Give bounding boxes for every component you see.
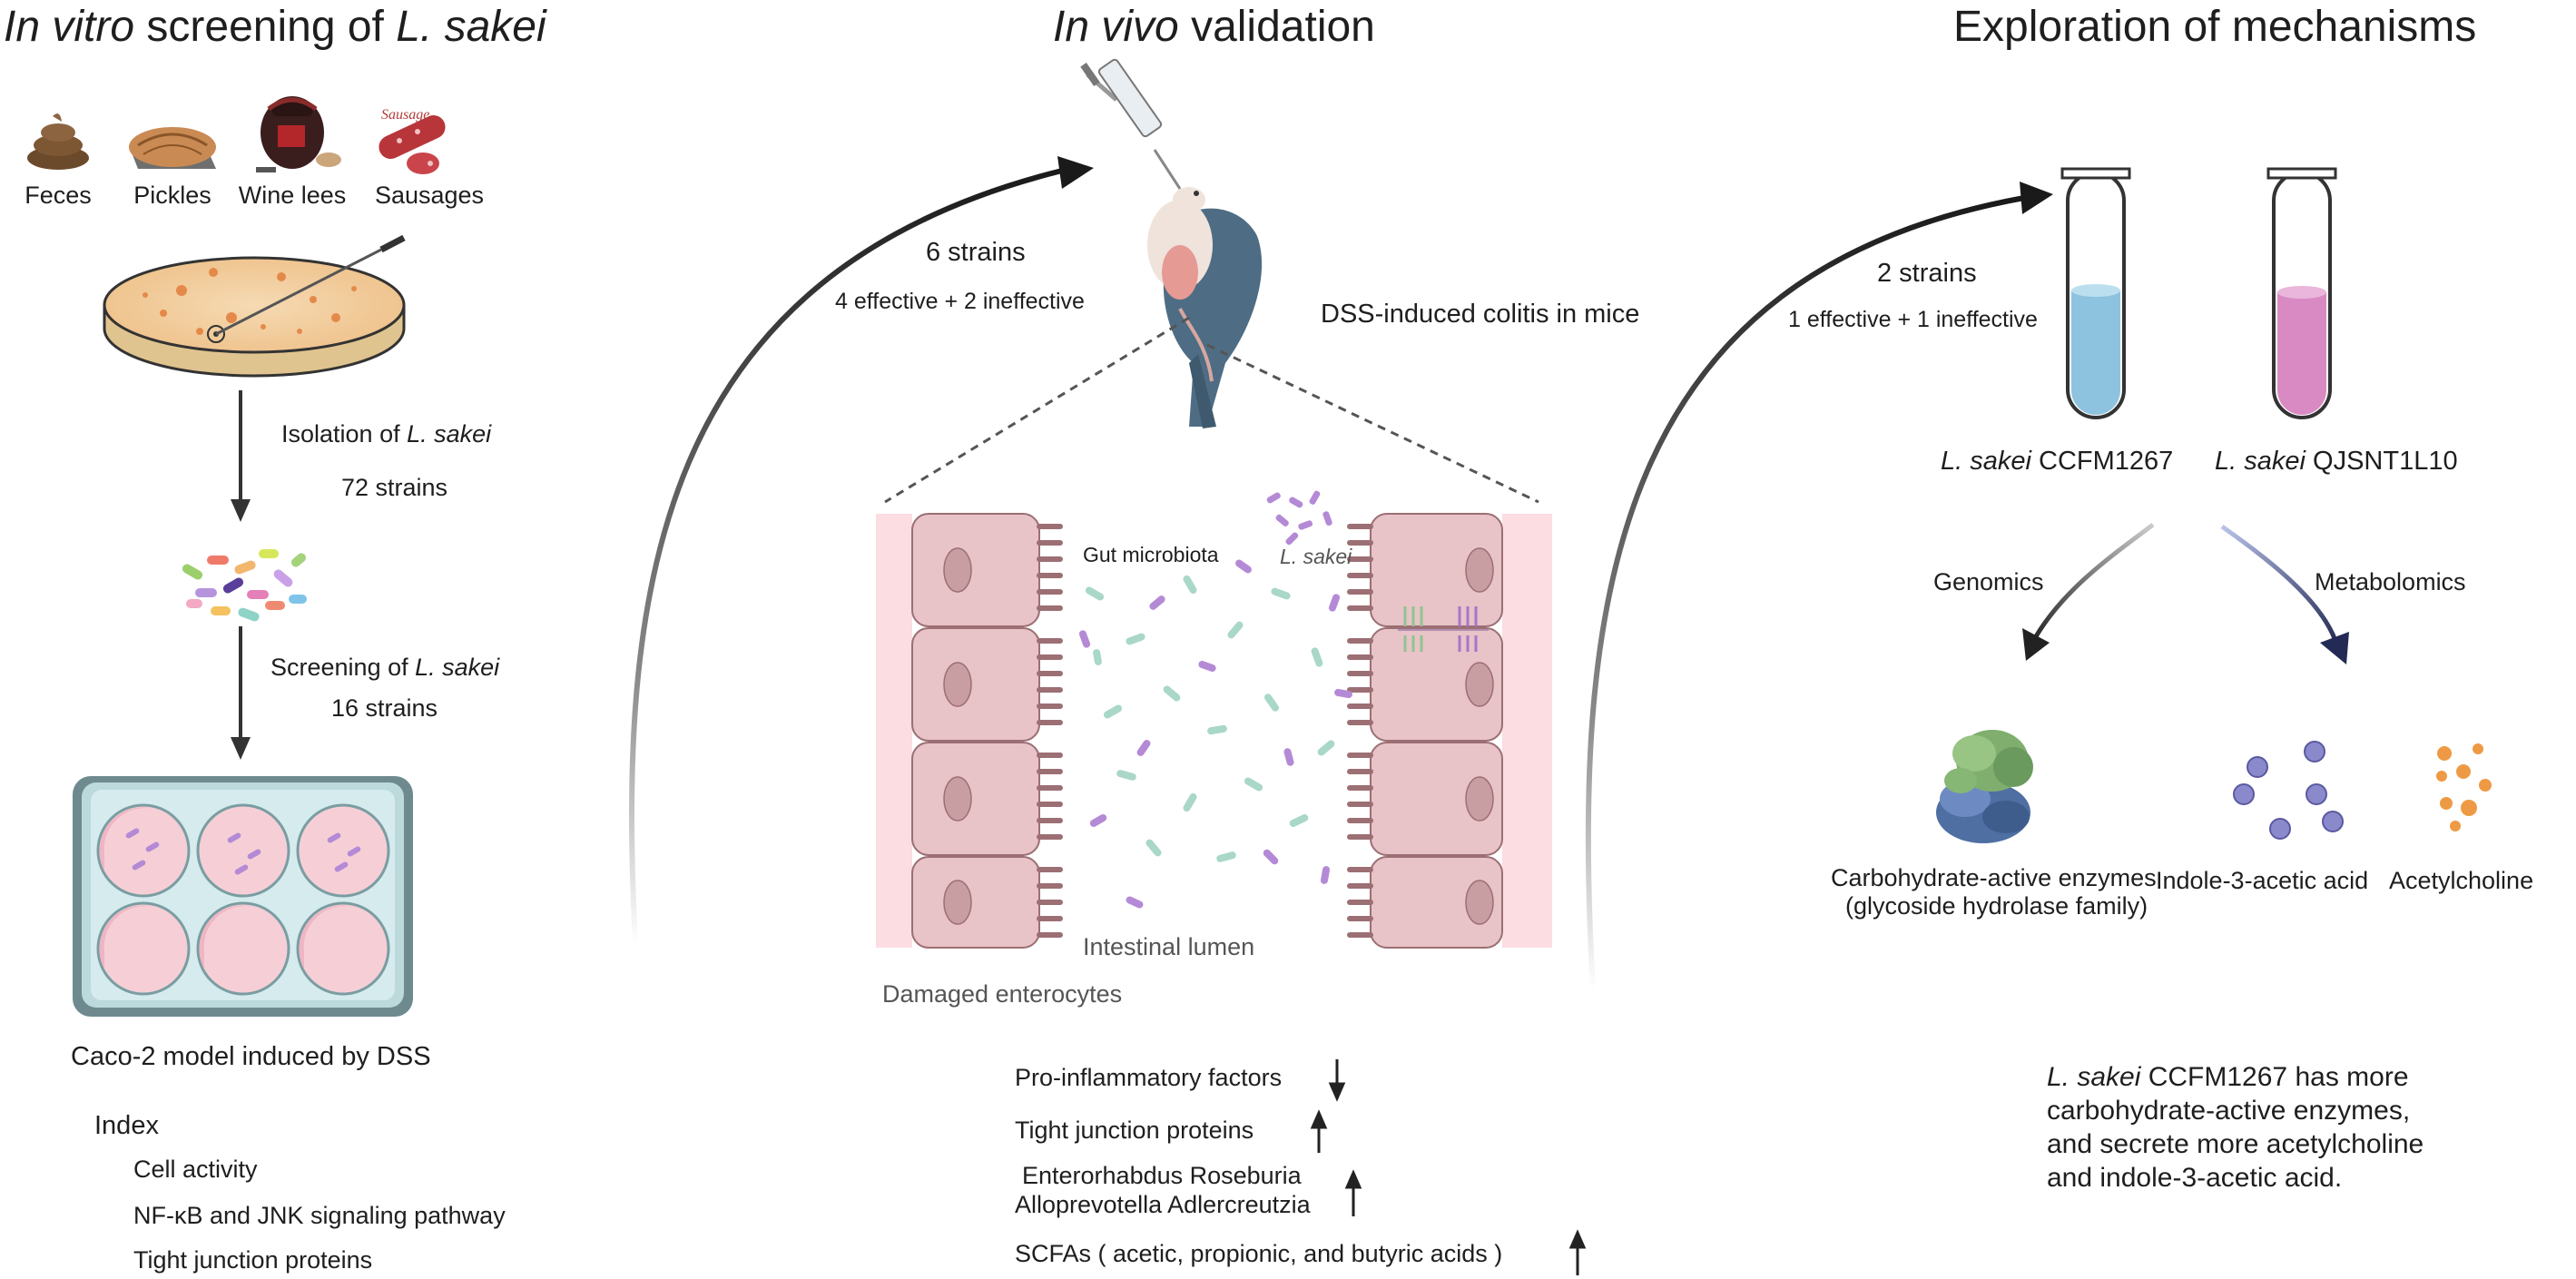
cazyme-sub-label: (glycoside hydrolase family) [1845,892,2148,920]
in-vivo-strains: 6 strains [926,238,1026,267]
lsakei-lumen-label: L. sakei [1280,545,1352,568]
source-label-feces: Feces [25,182,92,209]
feces-icon [27,113,89,170]
outcome-genera-line1: Enterorhabdus Roseburia [1022,1162,1302,1189]
source-label-sausages: Sausages [374,182,485,209]
curved-arrow-to-in-vivo [629,156,1094,945]
conclusion-line-1: L. sakei CCFM1267 has more [2047,1062,2409,1092]
damaged-enterocytes-label: Damaged enterocytes [882,980,1123,1008]
pickles-icon [129,127,216,169]
isolation-count: 72 strains [341,474,448,501]
index-item-cell-activity: Cell activity [133,1156,258,1183]
sausages-icon [379,115,446,174]
metabolomics-label: Metabolomics [2315,568,2466,595]
test-tube-ccfm1267 [2060,167,2131,419]
isolation-arrow [231,390,251,522]
tube1-label: L. sakei CCFM1267 [1941,447,2174,476]
caco2-model-label: Caco-2 model induced by DSS [71,1042,431,1071]
source-label-wine-lees: Wine lees [238,182,347,209]
acetylcholine-label: Acetylcholine [2389,867,2534,894]
tube2-label: L. sakei QJSNT1L10 [2215,447,2458,476]
outcome-pro-inflammatory: Pro-inflammatory factors [1015,1064,1283,1091]
indole-acetic-acid-icon [2233,741,2344,840]
index-item-nfkb-jnk: NF-κB and JNK signaling pathway [133,1202,506,1229]
sausage-tag: Sausage [381,107,430,123]
bacteria-cluster-icon [182,549,307,622]
index-title: Index [94,1111,159,1140]
well-plate-icon [73,776,413,1017]
gut-microbiota-label: Gut microbiota [1083,543,1219,566]
petri-dish-icon [103,234,406,378]
dss-colitis-label: DSS-induced colitis in mice [1321,300,1640,329]
mechanism-strains: 2 strains [1877,259,1977,288]
isolation-label: Isolation of L. sakei [281,420,492,448]
intestine-diagram [876,490,1552,949]
in-vivo-strains-split: 4 effective + 2 ineffective [835,289,1085,314]
curved-arrow-to-mechanisms [1585,182,2053,990]
metabolomics-arrow [2220,524,2349,664]
screening-count: 16 strains [331,694,438,722]
panel1-title: In vitro screening of L. sakei [4,3,546,51]
mouse-in-hand-icon [1147,187,1263,428]
genomics-arrow [2022,523,2155,661]
panel2-title: In vivo validation [1053,3,1375,51]
intestinal-lumen-label: Intestinal lumen [1083,933,1255,960]
source-label-pickles: Pickles [133,182,211,209]
outcome-arrows [1310,1059,1587,1275]
outcome-tight-junction: Tight junction proteins [1015,1117,1254,1144]
genomics-label: Genomics [1933,568,2044,595]
indole-label: Indole-3-acetic acid [2156,867,2369,894]
acetylcholine-icon [2436,743,2492,831]
syringe-icon [1080,58,1182,190]
test-tube-qjsnt1l10 [2266,167,2337,419]
screening-label: Screening of L. sakei [270,654,500,681]
conclusion-line-2: carbohydrate-active enzymes, [2047,1096,2411,1126]
conclusion-line-4: and indole-3-acetic acid. [2047,1163,2343,1193]
wine-lees-icon [256,96,341,172]
zoom-line-right [1206,343,1539,504]
cazyme-label: Carbohydrate-active enzymes [1831,864,2157,891]
mechanism-strains-split: 1 effective + 1 ineffective [1788,307,2038,332]
zoom-line-left [884,316,1190,504]
conclusion-line-3: and secrete more acetylcholine [2047,1129,2424,1159]
panel3-title: Exploration of mechanisms [1953,3,2477,51]
outcome-genera-line2: Alloprevotella Adlercreutzia [1015,1191,1311,1218]
protein-structure-icon [1936,730,2033,843]
index-item-tight-junction: Tight junction proteins [133,1246,373,1274]
screening-arrow [231,626,251,760]
outcome-scfas: SCFAs ( acetic, propionic, and butyric a… [1015,1240,1503,1267]
